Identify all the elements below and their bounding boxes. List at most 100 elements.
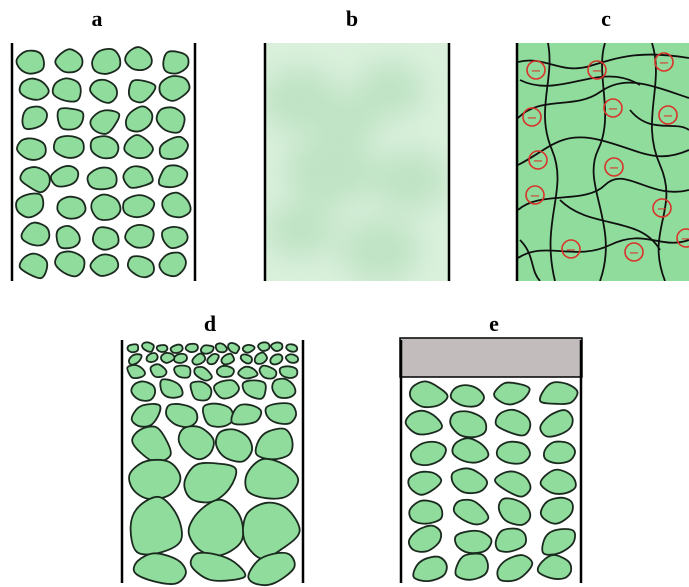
panel-c-network: −−−−−−−−−−−−− xyxy=(515,43,689,281)
charge-sign: − xyxy=(527,111,538,126)
haze-patch xyxy=(340,218,420,281)
droplet xyxy=(124,46,153,72)
negative-charge-marker: − xyxy=(603,98,623,118)
droplet xyxy=(92,226,120,251)
droplet xyxy=(165,403,199,428)
droplet xyxy=(539,381,579,405)
droplet xyxy=(161,191,192,219)
droplet xyxy=(128,458,182,501)
panel-label-d: d xyxy=(203,311,217,336)
droplet xyxy=(131,425,172,463)
droplet xyxy=(161,225,189,250)
negative-charge-marker: − xyxy=(652,198,672,218)
droplet xyxy=(539,496,574,525)
droplet xyxy=(160,351,176,364)
droplet xyxy=(497,497,532,526)
charge-ring xyxy=(561,239,581,259)
haze-patch xyxy=(355,62,425,118)
charge-markers: −−−−−−−−−−−−− xyxy=(522,52,689,262)
haze-patch xyxy=(320,96,380,144)
charge-ring xyxy=(525,185,545,205)
droplet xyxy=(404,409,443,436)
charge-sign: − xyxy=(609,161,620,176)
droplet xyxy=(90,193,122,221)
charge-ring xyxy=(587,60,607,80)
droplet xyxy=(86,166,118,191)
charge-sign: − xyxy=(592,64,603,79)
droplet xyxy=(242,501,301,560)
network-strand xyxy=(651,43,668,281)
droplet xyxy=(269,353,284,366)
droplet xyxy=(539,468,577,495)
negative-charge-marker: − xyxy=(676,228,689,248)
droplet xyxy=(54,48,84,74)
droplet xyxy=(191,352,207,366)
droplet xyxy=(89,135,120,160)
droplet xyxy=(542,440,576,465)
network-strand xyxy=(518,237,689,259)
droplet xyxy=(201,402,235,428)
droplet xyxy=(169,343,184,354)
droplet xyxy=(494,408,532,437)
droplet xyxy=(55,224,81,250)
panel-d-droplets xyxy=(126,341,301,586)
droplet xyxy=(536,554,573,580)
droplet xyxy=(126,255,155,279)
droplet xyxy=(408,499,444,525)
droplet xyxy=(50,165,80,188)
panel-label-c: c xyxy=(601,6,611,31)
network-strand xyxy=(519,239,541,281)
droplet xyxy=(412,555,448,583)
droplet xyxy=(241,344,256,354)
droplet xyxy=(51,77,82,103)
droplet xyxy=(127,79,157,104)
droplet xyxy=(452,498,490,526)
droplet xyxy=(269,341,284,352)
negative-charge-marker: − xyxy=(528,150,548,170)
droplet xyxy=(189,380,213,402)
droplet xyxy=(539,409,574,438)
droplet xyxy=(173,364,192,379)
negative-charge-marker: − xyxy=(525,185,545,205)
charge-sign: − xyxy=(681,232,689,247)
droplet xyxy=(177,425,215,461)
droplet xyxy=(271,377,297,399)
droplet xyxy=(193,365,213,382)
droplet xyxy=(254,427,294,461)
droplet xyxy=(454,552,489,581)
droplet xyxy=(227,342,241,355)
droplet xyxy=(214,342,228,354)
droplet xyxy=(15,49,45,75)
charge-ring xyxy=(528,150,548,170)
cream-layer xyxy=(399,337,583,378)
panel-label-b: b xyxy=(345,6,359,31)
charge-ring xyxy=(658,105,678,125)
charge-sign: − xyxy=(663,109,674,124)
droplet xyxy=(20,221,51,247)
negative-charge-marker: − xyxy=(654,52,674,72)
negative-charge-marker: − xyxy=(658,105,678,125)
droplet xyxy=(126,364,146,380)
haze-patch xyxy=(285,134,375,206)
droplet xyxy=(496,554,534,583)
droplet xyxy=(130,403,162,428)
charge-sign: − xyxy=(608,102,619,117)
droplet xyxy=(130,380,157,402)
droplet xyxy=(183,461,238,504)
droplet xyxy=(187,498,245,557)
charge-sign: − xyxy=(531,64,542,79)
droplet xyxy=(258,364,278,380)
negative-charge-marker: − xyxy=(522,107,542,127)
droplet xyxy=(173,352,188,364)
droplet xyxy=(244,457,300,500)
haze-patch xyxy=(266,202,335,258)
droplet xyxy=(18,252,49,280)
charge-ring xyxy=(676,228,689,248)
droplet xyxy=(145,352,159,363)
droplet xyxy=(206,352,220,366)
droplet xyxy=(89,109,121,135)
panel-label-a: a xyxy=(91,6,103,31)
droplet xyxy=(123,134,154,160)
droplet xyxy=(56,107,85,131)
